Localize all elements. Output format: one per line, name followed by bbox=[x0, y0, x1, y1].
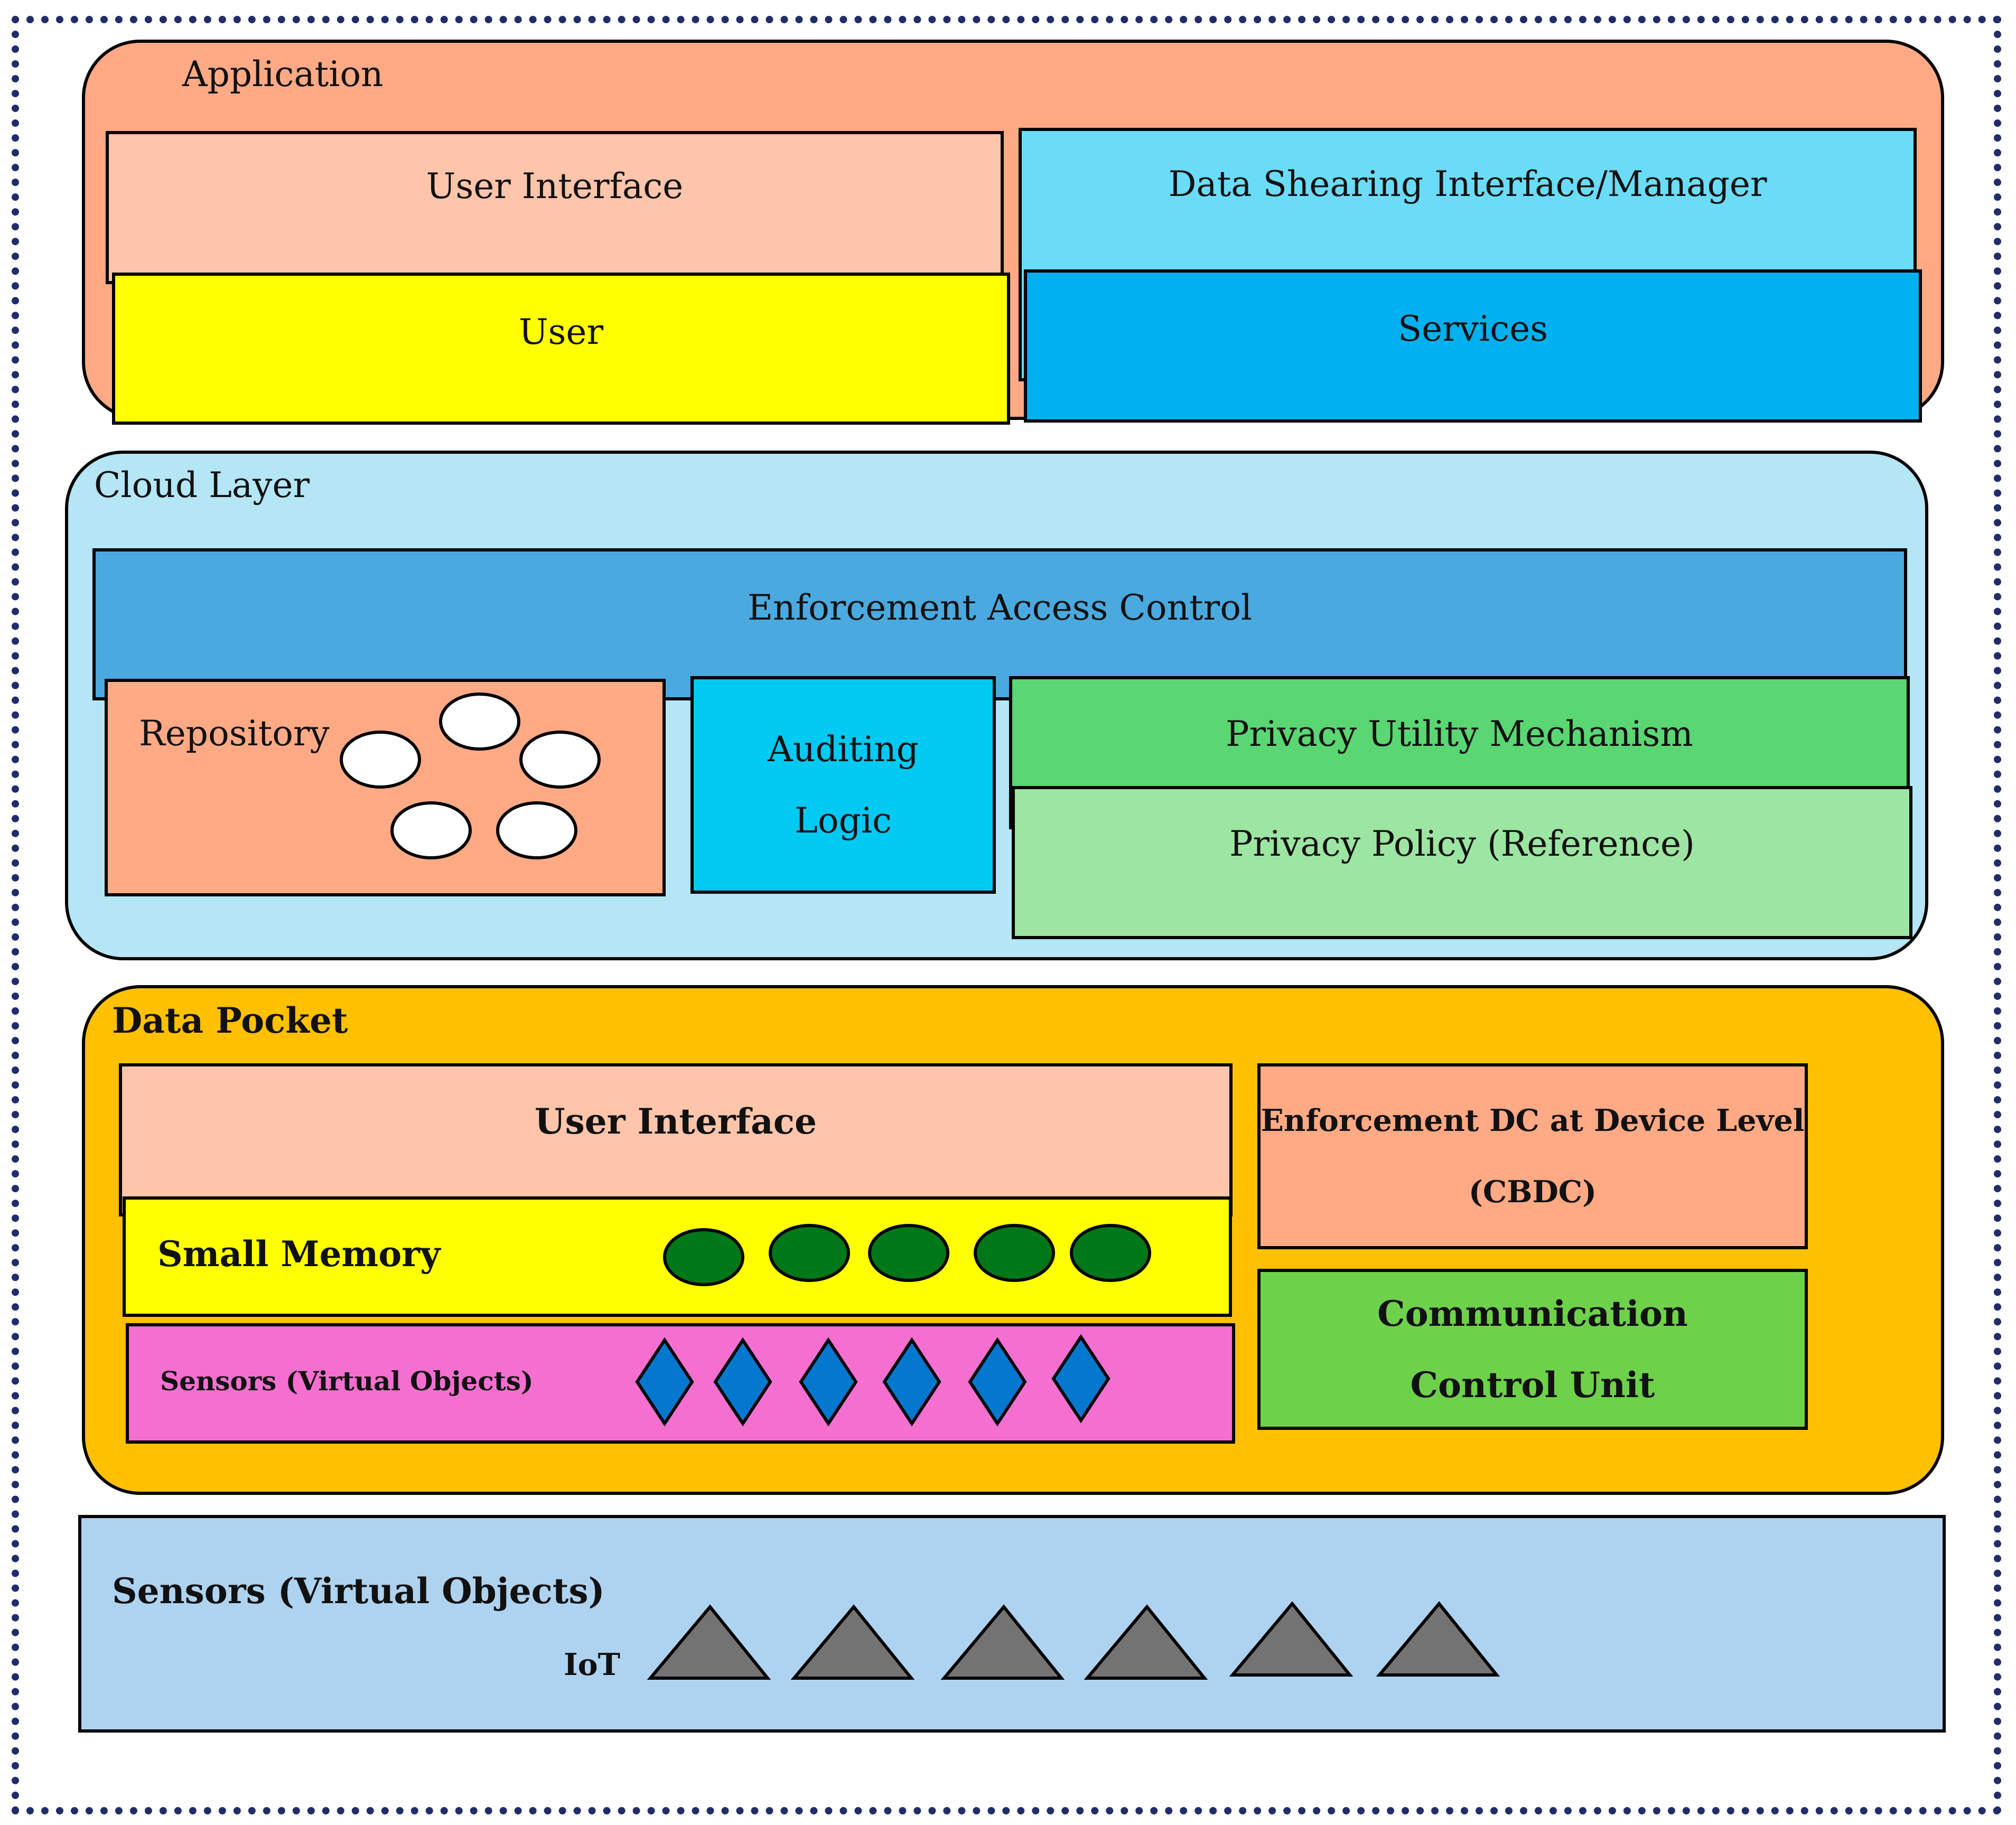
sensor-diamond bbox=[968, 1337, 1027, 1427]
iot-triangle bbox=[1084, 1604, 1208, 1680]
pocket-user-interface-box: User Interface bbox=[119, 1063, 1233, 1216]
enforcement-access-control-box: Enforcement Access Control bbox=[92, 548, 1907, 700]
memory-oval bbox=[663, 1228, 744, 1286]
services-label: Services bbox=[1397, 308, 1548, 349]
user-box: User bbox=[112, 273, 1010, 425]
enforcement-access-control-label: Enforcement Access Control bbox=[747, 587, 1253, 628]
iot-triangle bbox=[1376, 1601, 1500, 1677]
small-memory-label: Small Memory bbox=[157, 1233, 441, 1275]
enforcement-dc-label-line2: (CBDC) bbox=[1468, 1174, 1597, 1210]
pocket-sensors-label: Sensors (Virtual Objects) bbox=[160, 1365, 534, 1397]
sensor-diamonds bbox=[635, 1334, 1110, 1427]
repository-oval bbox=[390, 801, 472, 859]
sensor-diamond bbox=[1051, 1334, 1110, 1424]
repository-oval bbox=[439, 692, 520, 751]
repository-label: Repository bbox=[139, 713, 330, 754]
app-user-interface-label: User Interface bbox=[426, 166, 684, 207]
iot-triangle bbox=[940, 1604, 1065, 1680]
auditing-logic-box: Auditing Logic bbox=[690, 676, 996, 894]
iot-triangle bbox=[1229, 1601, 1354, 1677]
enforcement-dc-label-line1: Enforcement DC at Device Level bbox=[1261, 1103, 1805, 1138]
repository-oval bbox=[496, 801, 577, 859]
app-user-interface-box: User Interface bbox=[106, 131, 1004, 284]
memory-ovals bbox=[663, 1224, 1151, 1286]
auditing-label-line2: Logic bbox=[795, 800, 892, 841]
iot-triangle bbox=[790, 1604, 915, 1680]
sensor-diamond bbox=[799, 1337, 858, 1427]
memory-oval bbox=[974, 1224, 1055, 1282]
repository-oval bbox=[340, 731, 421, 789]
communication-label-line2: Control Unit bbox=[1410, 1364, 1655, 1406]
data-sharing-label: Data Shearing Interface/Manager bbox=[1168, 164, 1767, 204]
sensor-diamond bbox=[635, 1337, 694, 1427]
memory-oval bbox=[868, 1224, 949, 1282]
repository-ovals bbox=[340, 692, 601, 859]
auditing-label-line1: Auditing bbox=[768, 729, 919, 770]
enforcement-dc-box: Enforcement DC at Device Level (CBDC) bbox=[1257, 1063, 1808, 1249]
iot-triangles bbox=[647, 1601, 1500, 1680]
memory-oval bbox=[769, 1224, 850, 1282]
cloud-title: Cloud Layer bbox=[94, 465, 310, 506]
outer-frame bbox=[12, 16, 2001, 1814]
privacy-policy-label: Privacy Policy (Reference) bbox=[1229, 823, 1695, 864]
pocket-user-interface-label: User Interface bbox=[535, 1101, 817, 1142]
privacy-utility-label: Privacy Utility Mechanism bbox=[1226, 714, 1693, 754]
application-title: Application bbox=[182, 54, 384, 95]
user-label: User bbox=[518, 312, 604, 352]
iot-label: IoT bbox=[564, 1647, 621, 1682]
services-box: Services bbox=[1024, 269, 1922, 423]
sensor-diamond bbox=[882, 1337, 941, 1427]
iot-sensors-title: Sensors (Virtual Objects) bbox=[112, 1570, 605, 1612]
communication-label-line1: Communication bbox=[1377, 1293, 1688, 1334]
sensor-diamond bbox=[713, 1337, 772, 1427]
data-pocket-title: Data Pocket bbox=[112, 1000, 348, 1041]
communication-control-box: Communication Control Unit bbox=[1257, 1269, 1808, 1430]
repository-oval bbox=[519, 731, 601, 789]
memory-oval bbox=[1070, 1224, 1151, 1282]
privacy-policy-box: Privacy Policy (Reference) bbox=[1012, 786, 1912, 939]
iot-triangle bbox=[647, 1604, 771, 1680]
